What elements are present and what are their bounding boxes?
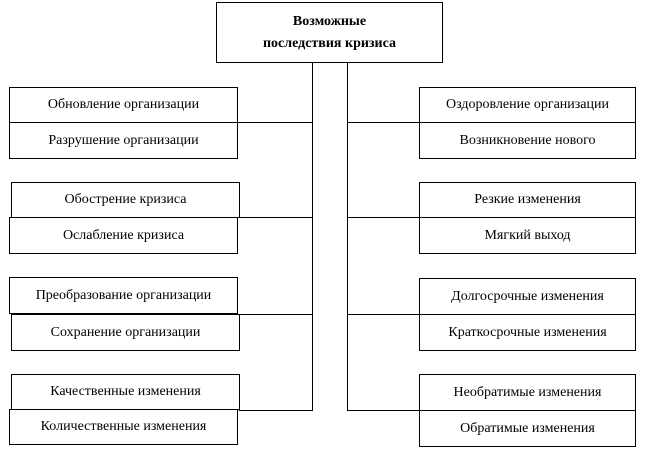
right-node: Необратимые изменения — [419, 374, 636, 411]
left-node: Сохранение организации — [11, 314, 240, 351]
connector — [347, 217, 419, 218]
left-node: Ослабление кризиса — [9, 217, 238, 254]
connector — [347, 314, 419, 315]
left-node: Качественные изменения — [11, 374, 240, 410]
right-node: Возникновение нового — [419, 122, 636, 159]
left-node: Количественные изменения — [9, 409, 238, 445]
right-node: Краткосрочные изменения — [419, 314, 636, 351]
left-trunk-line — [312, 62, 313, 410]
right-node: Оздоровление организации — [419, 87, 636, 123]
connector — [237, 122, 312, 123]
left-node: Обострение кризиса — [11, 182, 240, 218]
connector — [237, 217, 312, 218]
connector — [347, 410, 419, 411]
connector — [239, 410, 313, 411]
connector — [239, 314, 312, 315]
left-node: Преобразование организации — [9, 277, 238, 314]
left-node: Обновление организации — [9, 87, 238, 123]
root-title-line1: Возможные — [292, 13, 367, 29]
root-title-line2: последствия кризиса — [262, 35, 397, 51]
right-node: Мягкий выход — [419, 217, 636, 254]
connector — [347, 122, 419, 123]
right-node: Обратимые изменения — [419, 410, 636, 447]
root-node: Возможные последствия кризиса — [216, 2, 443, 63]
left-node: Разрушение организации — [9, 122, 238, 159]
right-node: Долгосрочные изменения — [419, 278, 636, 315]
right-node: Резкие изменения — [419, 182, 636, 218]
right-trunk-line — [347, 62, 348, 410]
